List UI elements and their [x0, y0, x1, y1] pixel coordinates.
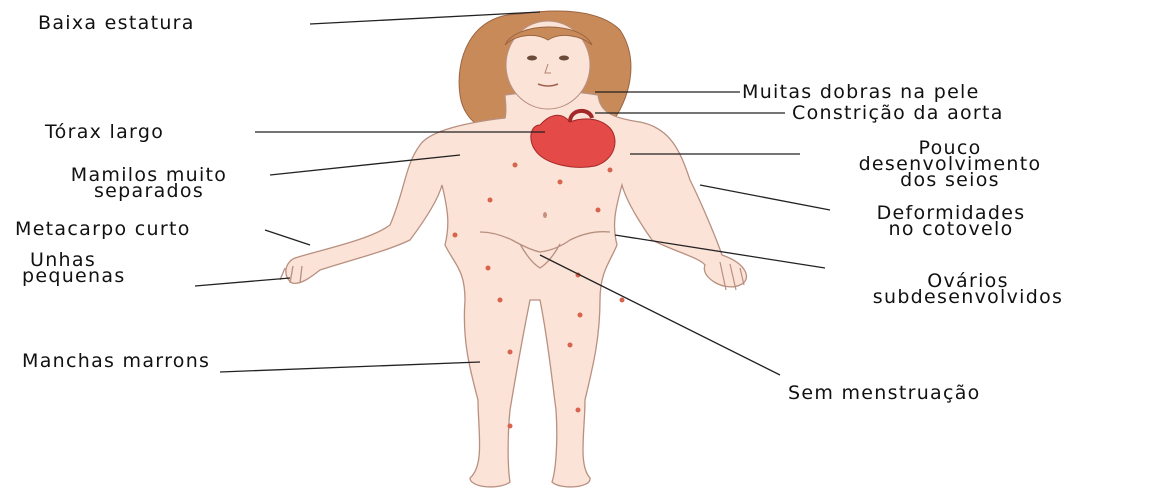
- left-eye: [527, 56, 537, 61]
- label-metacarpo-curto: Metacarpo curto: [15, 219, 191, 239]
- label-torax-largo: Tórax largo: [45, 122, 164, 142]
- label-muitas-dobras: Muitas dobras na pele: [742, 82, 980, 102]
- navel: [543, 212, 547, 218]
- label-dos-seios: dos seios: [806, 170, 1094, 190]
- right-eye: [559, 56, 569, 61]
- label-no-cotovelo: no cotovelo: [830, 219, 1072, 239]
- label-subdesenvolvidos: subdesenvolvidos: [820, 287, 1116, 307]
- label-sem-menstruacao: Sem menstruação: [788, 383, 981, 403]
- body-silhouette: [286, 91, 747, 487]
- label-constricao-aorta: Constrição da aorta: [792, 103, 1004, 123]
- label-manchas-marrons: Manchas marrons: [22, 351, 210, 371]
- label-pequenas: pequenas: [22, 266, 126, 286]
- label-baixa-estatura: Baixa estatura: [38, 13, 195, 33]
- label-mamilos-2: separados: [25, 181, 273, 201]
